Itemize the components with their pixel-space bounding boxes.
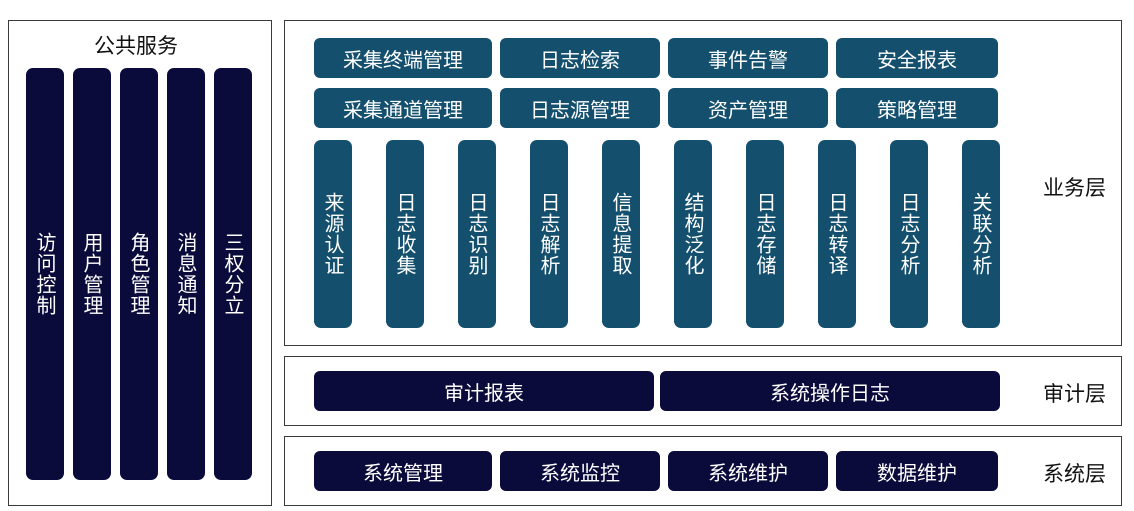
- business-row2-item: 日志源管理: [500, 88, 660, 128]
- public-service-role-management: 角色管理: [120, 68, 158, 480]
- audit-layer-label: 审计层: [1043, 382, 1106, 406]
- business-column-label: 结构泛化: [681, 192, 705, 276]
- system-item: 数据维护: [836, 451, 998, 491]
- public-service-message-notification: 消息通知: [167, 68, 205, 480]
- public-service-label: 角色管理: [127, 232, 151, 316]
- business-row1-item: 日志检索: [500, 38, 660, 78]
- audit-item: 系统操作日志: [660, 371, 1000, 411]
- business-column-label: 关联分析: [969, 192, 993, 276]
- public-service-label: 用户管理: [80, 232, 104, 316]
- business-column-label: 日志存储: [753, 192, 777, 276]
- public-service-user-management: 用户管理: [73, 68, 111, 480]
- business-column-label: 日志转译: [825, 192, 849, 276]
- public-services-title: 公共服务: [94, 34, 178, 58]
- public-service-separation-of-powers: 三权分立: [214, 68, 252, 480]
- business-column-item: 结构泛化: [674, 140, 712, 328]
- business-column-label: 日志分析: [897, 192, 921, 276]
- system-item: 系统管理: [314, 451, 492, 491]
- system-layer-label: 系统层: [1043, 462, 1106, 486]
- system-item: 系统维护: [668, 451, 828, 491]
- public-service-label: 访问控制: [33, 232, 57, 316]
- business-row2-item: 策略管理: [836, 88, 998, 128]
- business-column-label: 日志解析: [537, 192, 561, 276]
- business-column-label: 日志识别: [465, 192, 489, 276]
- system-item: 系统监控: [500, 451, 660, 491]
- business-row1-item: 事件告警: [668, 38, 828, 78]
- business-column-item: 来源认证: [314, 140, 352, 328]
- public-service-label: 消息通知: [174, 232, 198, 316]
- business-row2-item: 采集通道管理: [314, 88, 492, 128]
- business-column-item: 日志分析: [890, 140, 928, 328]
- audit-item: 审计报表: [314, 371, 654, 411]
- business-column-item: 信息提取: [602, 140, 640, 328]
- business-column-item: 日志存储: [746, 140, 784, 328]
- business-row1-item: 采集终端管理: [314, 38, 492, 78]
- business-column-label: 日志收集: [393, 192, 417, 276]
- business-column-label: 信息提取: [609, 192, 633, 276]
- public-service-access-control: 访问控制: [26, 68, 64, 480]
- business-column-item: 关联分析: [962, 140, 1000, 328]
- public-service-label: 三权分立: [221, 232, 245, 316]
- business-row1-item: 安全报表: [836, 38, 998, 78]
- business-column-item: 日志转译: [818, 140, 856, 328]
- business-column-item: 日志识别: [458, 140, 496, 328]
- business-layer-label: 业务层: [1043, 176, 1106, 200]
- business-row2-item: 资产管理: [668, 88, 828, 128]
- business-column-item: 日志收集: [386, 140, 424, 328]
- business-column-item: 日志解析: [530, 140, 568, 328]
- business-column-label: 来源认证: [321, 192, 345, 276]
